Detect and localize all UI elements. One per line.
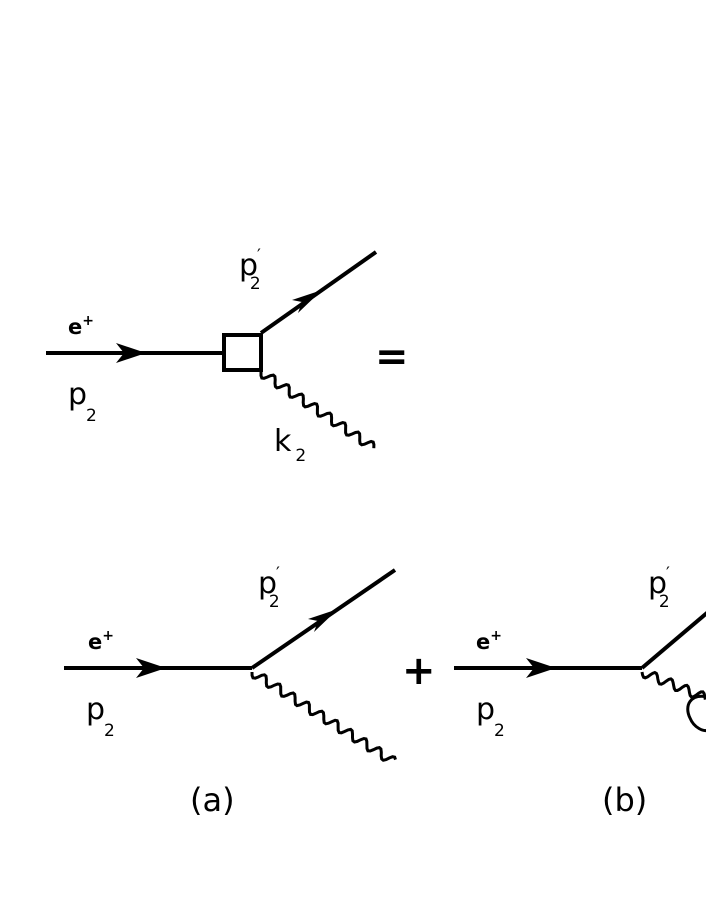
incoming-arrow [136,658,166,678]
label-top-p2prime-prime: ′ [257,246,261,266]
photon-line [250,671,397,762]
label-a-p2prime-prime: ′ [276,564,280,584]
label-a-p2prime-sub: 2 [269,592,280,612]
label-a-p2-sub: 2 [104,721,115,741]
diagram-a: e+ p2 p′2 (a) [64,564,397,819]
equals-sign: = [375,334,409,380]
label-b-p2prime-main: p [648,566,667,601]
label-a-e-text: e [88,630,102,654]
label-b-e-charge: + [490,628,502,644]
photon-loop [686,694,706,732]
effective-vertex-box [222,333,263,372]
outgoing-arrow [308,609,338,632]
label-b-p2: p2 [476,692,505,741]
label-a-p2-main: p [86,692,105,727]
label-top-e: e+ [68,313,94,339]
label-top-k2-main: k [274,424,292,459]
plus-sign: + [402,648,436,694]
label-top-p2prime-main: p [239,248,258,283]
diagram-b: e+ p2 p′2 (b) [454,564,706,819]
outgoing-arrow [292,290,322,313]
label-b-e-text: e [476,630,490,654]
label-b-p2-main: p [476,692,495,727]
label-top-p2prime-sub: 2 [250,274,261,294]
incoming-arrow [116,343,146,363]
label-a-p2: p2 [86,692,115,741]
label-b-p2prime-prime: ′ [666,564,670,584]
label-a-p2prime-main: p [258,566,277,601]
label-a-p2prime: p′ 2 [258,564,280,612]
label-a-e-charge: + [102,628,114,644]
label-top-e-text: e [68,315,82,339]
label-top-p2-sub: 2 [86,406,97,426]
label-top-k2-sub: 2 [295,446,306,466]
label-a-e: e+ [88,628,114,654]
label-top-p2-main: p [68,377,87,412]
caption-b: (b) [602,781,647,819]
label-top-p2prime: p′ 2 [239,246,261,294]
caption-a: (a) [190,781,235,819]
photon-line [640,670,706,700]
label-b-e: e+ [476,628,502,654]
label-top-e-charge: + [82,313,94,329]
label-b-p2prime: p′ 2 [648,564,670,612]
label-b-p2prime-sub: 2 [659,592,670,612]
incoming-arrow [526,658,556,678]
outgoing-positron-line [640,611,706,670]
label-top-p2: p2 [68,377,97,426]
label-b-p2-sub: 2 [494,721,505,741]
photon-line [259,372,376,449]
